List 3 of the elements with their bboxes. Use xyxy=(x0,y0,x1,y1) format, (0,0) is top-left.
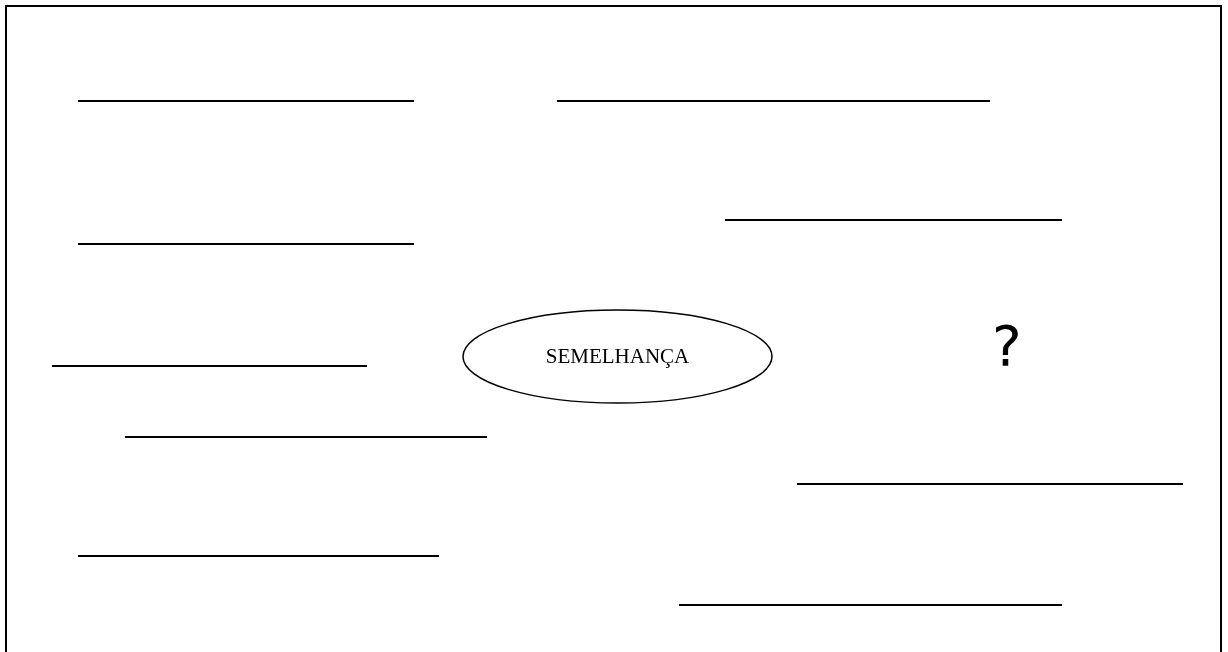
ellipse-node xyxy=(462,309,773,404)
question-mark: ? xyxy=(992,318,1022,374)
node-text: SEMELHANÇA xyxy=(545,344,690,369)
